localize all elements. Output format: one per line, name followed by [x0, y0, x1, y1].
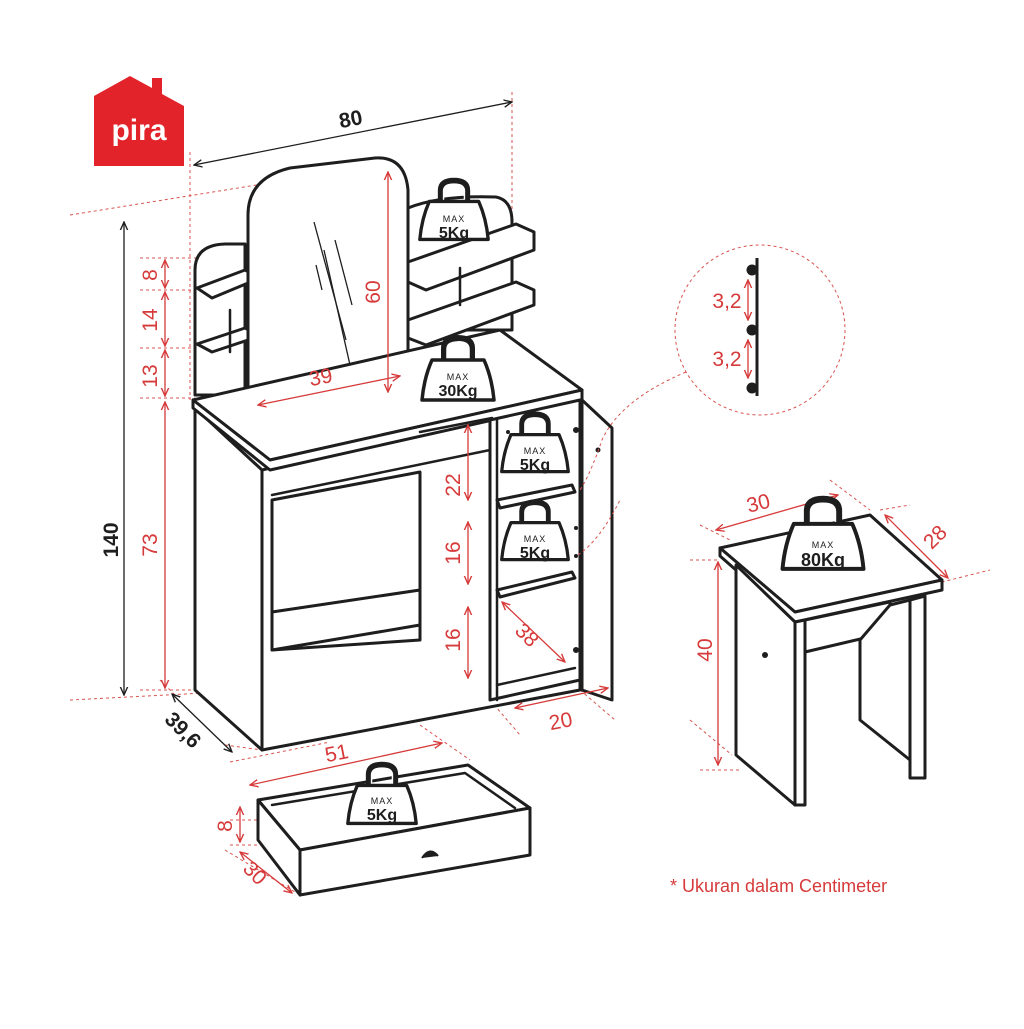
- depth-label: 39,6: [160, 708, 205, 753]
- stool-width-label: 30: [744, 490, 772, 518]
- cabinet-shelf-2-label: 16: [442, 541, 465, 564]
- weight-badge-drawer: MAX 5Kg: [348, 765, 416, 824]
- weight-value: 5Kg: [439, 225, 469, 242]
- weight-badge-cabinet-lower: MAX 5Kg: [502, 502, 569, 562]
- weight-badge-stool: MAX 80Kg: [783, 499, 864, 570]
- cabinet-shelf-3-label: 16: [442, 628, 465, 651]
- weight-max-text: MAX: [443, 214, 466, 224]
- mirror-height-label: 60: [362, 280, 385, 303]
- mirror-width-label: 39: [307, 364, 334, 391]
- height-label: 140: [100, 522, 123, 557]
- stool-depth-label: 28: [919, 521, 952, 554]
- units-note: * Ukuran dalam Centimeter: [670, 876, 887, 896]
- weight-badge-cabinet-upper: MAX 5Kg: [502, 414, 569, 474]
- weight-badge-top-shelf: MAX 5Kg: [420, 181, 488, 242]
- drawer-width-label: 51: [323, 740, 350, 767]
- weight-value: 30Kg: [438, 383, 477, 400]
- drawer-height-label: 8: [214, 820, 237, 832]
- weight-max-text: MAX: [371, 796, 394, 806]
- cabinet-shelf-1-label: 22: [442, 473, 465, 496]
- weight-badge-table-top: MAX 30Kg: [422, 338, 494, 400]
- dimension-labels: 80 140 39,6 8 14 13 73 60 39 22 16 16 38…: [100, 106, 952, 890]
- drawer-depth-label: 30: [238, 857, 271, 890]
- width-label: 80: [337, 106, 364, 133]
- weight-value: 5Kg: [520, 457, 550, 474]
- weight-max-text: MAX: [524, 446, 547, 456]
- logo-text: pira: [111, 114, 166, 147]
- mirror-glare: [313, 221, 353, 366]
- table-height-label: 73: [139, 533, 162, 556]
- detail-callout: 3,2 3,2: [577, 244, 846, 556]
- hole-spacing-2-label: 3,2: [712, 348, 741, 371]
- weight-max-text: MAX: [447, 372, 470, 382]
- shelf-upper-label: 8: [139, 269, 162, 281]
- weight-max-text: MAX: [812, 540, 835, 550]
- shelf-middle-label: 14: [139, 308, 162, 332]
- weight-max-text: MAX: [524, 534, 547, 544]
- shelf-lower-label: 13: [139, 364, 162, 387]
- pira-logo: pira: [94, 76, 184, 166]
- weight-value: 80Kg: [801, 550, 845, 570]
- stool-height-label: 40: [694, 638, 717, 661]
- weight-value: 5Kg: [367, 807, 397, 824]
- weight-value: 5Kg: [520, 545, 550, 562]
- hole-spacing-1-label: 3,2: [712, 290, 741, 313]
- cabinet-width-label: 20: [547, 708, 574, 735]
